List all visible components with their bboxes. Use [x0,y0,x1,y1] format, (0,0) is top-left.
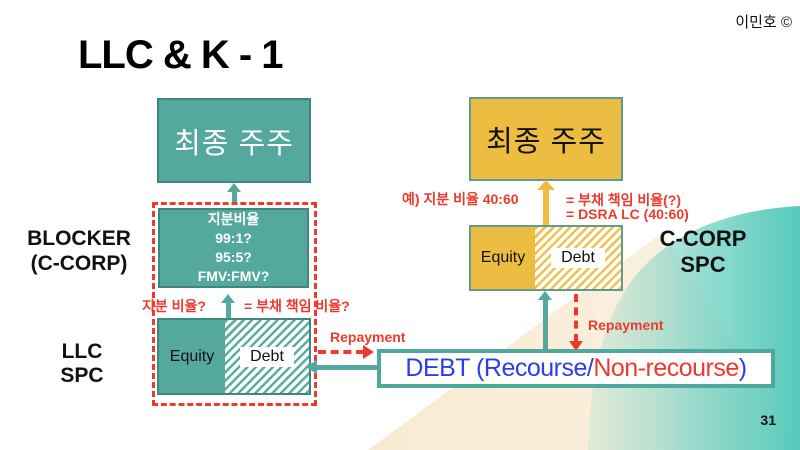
ccorp-debt-segment: Debt [535,227,621,289]
blocker-ratio-line: 지분비율 [207,211,260,227]
dsra-note: = DSRA LC (40:60) [566,206,689,222]
blocker-ratio-line: FMV:FMV? [197,268,270,284]
blocker-entity-line2: (C-CORP) [30,252,128,275]
debt-bar-text-red: Non-recourse [593,354,739,382]
ccorp-equity-debt-box: Equity Debt [469,225,623,291]
ccorp-entity-line1: C-CORP [659,226,747,251]
ccorp-entity-line2: SPC [680,252,726,277]
debt-bar-text-blue: DEBT (Recourse/ [405,354,594,382]
arrow-up-icon [537,180,555,190]
llc-entity-label: LLC SPC [32,340,132,388]
arrow-up-icon [227,183,241,192]
repayment-dashed-line [318,350,364,354]
page-number: 31 [760,412,776,428]
llc-entity-line1: LLC [61,340,103,363]
llc-entity-line2: SPC [60,364,104,387]
arrow-up-icon [538,291,552,300]
equity-label: Equity [480,249,526,266]
arrow-stem [543,299,548,351]
llc-equity-debt-box: Equity Debt [157,318,311,395]
arrow-right-icon [363,345,374,359]
arrow-down-icon [569,341,583,351]
blocker-ratio-line: 99:1? [215,230,252,246]
debt-bar-text-close: ) [738,354,747,382]
debt-liability-question: = 부채 책임 비율? [244,298,350,314]
debt-liability-note: = 부채 책임 비율(?) [566,192,682,208]
repayment-label-right: Repayment [588,317,664,333]
arrow-stem [232,191,237,204]
arrow-stem [317,365,377,370]
equity-ratio-question: 지분 비율? [142,298,206,314]
arrow-left-icon [306,360,317,374]
repayment-label-left: Repayment [330,329,406,345]
ccorp-entity-label: C-CORP SPC [650,226,756,278]
teal-wave-shape [588,206,800,450]
arrow-stem [226,302,231,318]
example-ratio-note: 예) 지분 비율 40:60 [402,191,519,207]
debt-recourse-bar: DEBT (Recourse/Non-recourse) [377,349,775,388]
equity-label: Equity [169,347,215,365]
blocker-entity-label: BLOCKER (C-CORP) [8,226,150,276]
page-title: LLC & K - 1 [78,33,284,77]
blocker-entity-line1: BLOCKER [27,227,131,250]
debt-label: Debt [551,248,605,268]
right-final-shareholder-box: 최종 주주 [469,97,623,181]
repayment-dashed-line [574,294,578,342]
left-final-shareholder-box: 최종 주주 [157,98,311,183]
arrow-stem [543,189,549,225]
blocker-dashed-outline [152,202,317,406]
llc-debt-segment: Debt [225,320,309,393]
ccorp-equity-segment: Equity [471,227,535,289]
debt-label: Debt [240,346,294,367]
author-credit: 이민호 © [735,14,792,31]
blocker-ratio-box: 지분비율 99:1? 95:5? FMV:FMV? [158,208,309,288]
arrow-up-icon [221,294,235,303]
llc-equity-segment: Equity [159,320,225,393]
blocker-ratio-line: 95:5? [215,249,252,265]
